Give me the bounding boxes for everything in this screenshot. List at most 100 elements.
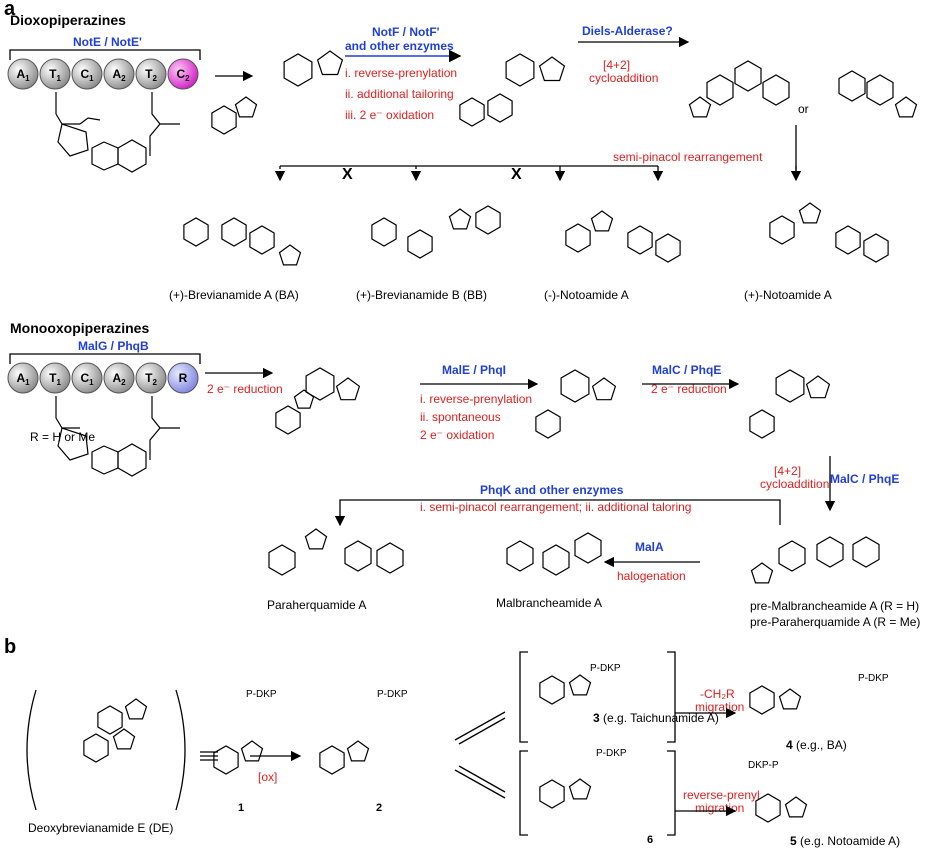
ring-five — [278, 244, 302, 266]
ring-six — [542, 544, 570, 576]
compound-3-num: 3 — [593, 711, 600, 725]
ring-six — [487, 93, 513, 123]
malc-phqe-2: MalC / PhqE — [830, 472, 900, 486]
ring-six — [535, 409, 561, 439]
ch2r-1: -CH₂R — [700, 687, 735, 701]
ring-six — [816, 536, 844, 568]
ring-six — [866, 74, 894, 106]
compound-3-text: (e.g. Taichunamide A) — [599, 711, 719, 725]
other-enzymes-label: and other enzymes — [345, 39, 454, 53]
ring-five — [798, 202, 822, 224]
ring-six — [706, 74, 734, 106]
ring-five — [112, 728, 136, 750]
x-mark-1: X — [342, 166, 353, 183]
ring-five — [778, 688, 802, 710]
nrps-bracket-mono — [9, 353, 201, 364]
ring-six — [749, 409, 775, 439]
mala-label: MalA — [635, 540, 664, 554]
ring-five — [688, 96, 712, 118]
or-text: or — [798, 102, 809, 116]
compound-5-num: 5 — [790, 834, 797, 848]
ring-six — [319, 745, 345, 775]
ring-five — [304, 528, 328, 550]
ring-six — [863, 233, 889, 263]
module-t2 — [135, 362, 167, 394]
compound-4-num: 4 — [786, 738, 793, 752]
ring-six — [560, 369, 590, 403]
ring-six — [344, 540, 372, 572]
ox-label: [ox] — [258, 770, 278, 784]
tethered-substrates — [55, 92, 180, 477]
step-note-2: ii. additional tailoring — [345, 87, 454, 101]
x-mark-2: X — [511, 166, 522, 183]
pdkp-4: P-DKP — [858, 673, 889, 684]
reduction-2: 2 e⁻ reduction — [651, 382, 727, 396]
phqk-label: PhqK and other enzymes — [480, 483, 624, 497]
product-notoamide-neg: (-)-Notoamide A — [544, 288, 629, 302]
module-t2 — [135, 58, 167, 90]
module-t1 — [39, 362, 71, 394]
compound-5-text: (e.g. Notoamide A) — [796, 834, 901, 848]
ring-six — [221, 217, 247, 247]
de-label: Deoxybrevianamide E (DE) — [28, 821, 174, 835]
ring-five — [293, 389, 315, 409]
semipinacol-label: semi-pinacol rearrangement — [613, 150, 763, 164]
arrows-mono — [205, 367, 836, 568]
module-a2 — [103, 58, 135, 90]
product-paraherquamide: Paraherquamide A — [267, 598, 367, 612]
panel-b-letter: b — [4, 636, 17, 658]
product-notoamide-pos: (+)-Notoamide A — [744, 288, 832, 302]
compound-2-num: 2 — [376, 802, 383, 814]
ring-six — [475, 205, 501, 235]
product-pre-mal: pre-Malbrancheamide A (R = H) — [750, 599, 920, 613]
arrows-dioxo — [215, 36, 802, 182]
prenyl-1: reverse-prenyl — [683, 788, 760, 802]
reduction-1: 2 e⁻ reduction — [207, 382, 283, 396]
molecule-sketches — [83, 50, 918, 823]
ring-six — [376, 542, 404, 574]
ring-five — [591, 377, 617, 401]
ring-six — [835, 225, 861, 255]
ring-six — [506, 540, 534, 572]
ring-six — [249, 225, 275, 255]
ring-six — [268, 544, 296, 576]
ring-five — [568, 778, 592, 800]
ring-five — [124, 698, 148, 720]
ring-six — [213, 745, 239, 775]
mono-note-3: 2 e⁻ oxidation — [420, 428, 495, 442]
panel-a-letter: a — [4, 0, 16, 20]
dkpp-5: DKP-P — [748, 760, 779, 771]
halogenation-label: halogenation — [617, 569, 686, 583]
compound-6-num: 6 — [647, 834, 654, 846]
step-note-1: i. reverse-prenylation — [345, 66, 458, 80]
product-malbrancheamide: Malbrancheamide A — [496, 596, 603, 610]
module-a1 — [7, 58, 39, 90]
ring-five — [538, 56, 566, 82]
module-a1 — [7, 362, 39, 394]
ring-six — [183, 217, 209, 247]
ring-six — [775, 369, 805, 403]
ring-five — [894, 96, 918, 118]
module-t1 — [39, 58, 71, 90]
ring-six — [539, 675, 565, 705]
cyclo-2: cycloaddition — [760, 477, 830, 491]
male-label: MalE / PhqI — [442, 363, 507, 377]
ring-five — [805, 375, 831, 399]
mono-note-2: ii. spontaneous — [420, 410, 501, 424]
product-bb: (+)-Brevianamide B (BB) — [356, 288, 488, 302]
da-cyclo-1: [4+2] — [603, 58, 631, 72]
ring-six — [407, 229, 433, 259]
cyclo-1: [4+2] — [774, 464, 802, 478]
compound-1-num: 1 — [238, 802, 245, 814]
note-label: NotE / NotE' — [73, 35, 142, 49]
module-r — [167, 362, 199, 394]
ring-six — [574, 532, 602, 564]
module-c1 — [71, 58, 103, 90]
ring-six — [749, 685, 775, 715]
ring-six — [755, 793, 781, 823]
mono-note-1: i. reverse-prenylation — [420, 392, 533, 406]
arrows-panel-b — [26, 651, 737, 836]
ring-five — [590, 210, 614, 232]
